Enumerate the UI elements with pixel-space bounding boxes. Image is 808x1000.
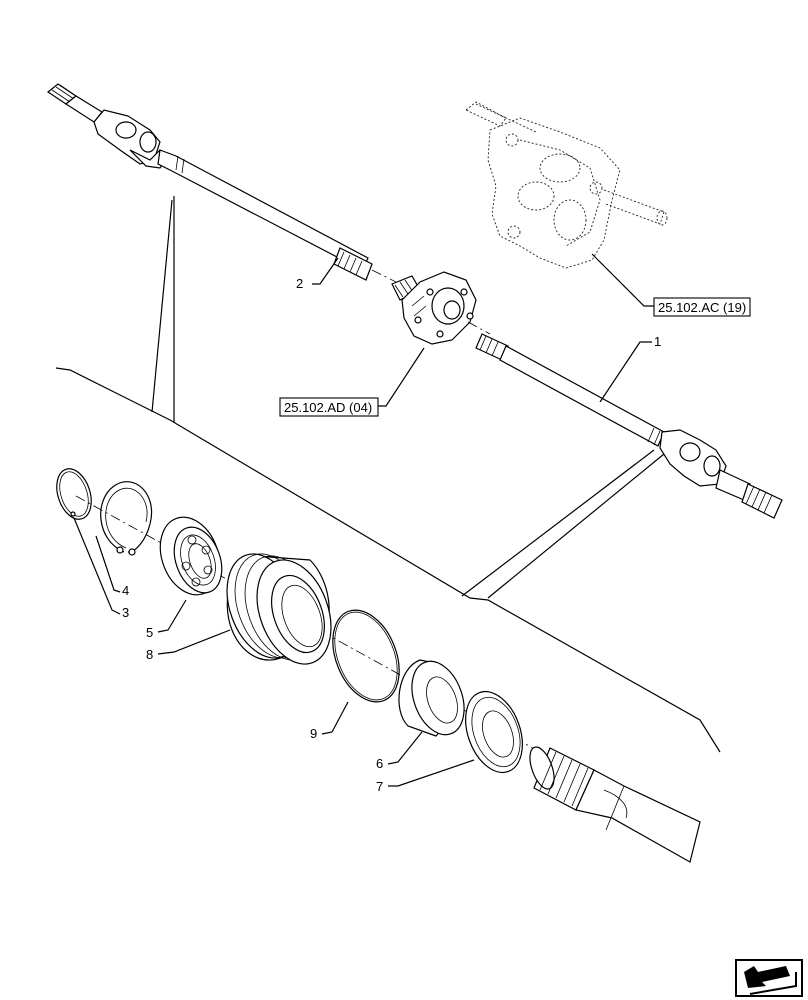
callout-3: 3 [122,605,129,620]
reference-housing[interactable]: 25.102.AC (19) [653,297,751,317]
leader-lines [73,253,654,787]
o-ring-9-inner [334,611,398,701]
callout-9: 9 [310,726,317,741]
axle-shaft-end [529,746,701,863]
snap-ring-3 [56,468,92,520]
callout-8: 8 [146,647,153,662]
reference-differential-label: 25.102.AD (04) [284,400,372,415]
bearing-carrier-8 [226,553,332,665]
axle-housing [465,101,668,269]
bearing-5 [159,516,223,596]
differential [391,271,477,345]
half-shaft-right [467,321,783,519]
callout-4: 4 [122,583,129,598]
reference-housing-label: 25.102.AC (19) [658,300,746,315]
reference-differential[interactable]: 25.102.AD (04) [279,397,379,417]
seal-7 [465,690,523,774]
spacer-6 [398,659,465,737]
callout-1: 1 [654,334,661,349]
o-ring-9 [332,609,400,703]
arrow-back-icon[interactable] [735,959,803,997]
callout-5: 5 [146,625,153,640]
half-shaft-upper [46,83,401,285]
callout-2: 2 [296,276,303,291]
section-boundary [55,196,721,753]
callout-7: 7 [376,779,383,794]
circlip-4 [100,481,153,556]
callout-6: 6 [376,756,383,771]
